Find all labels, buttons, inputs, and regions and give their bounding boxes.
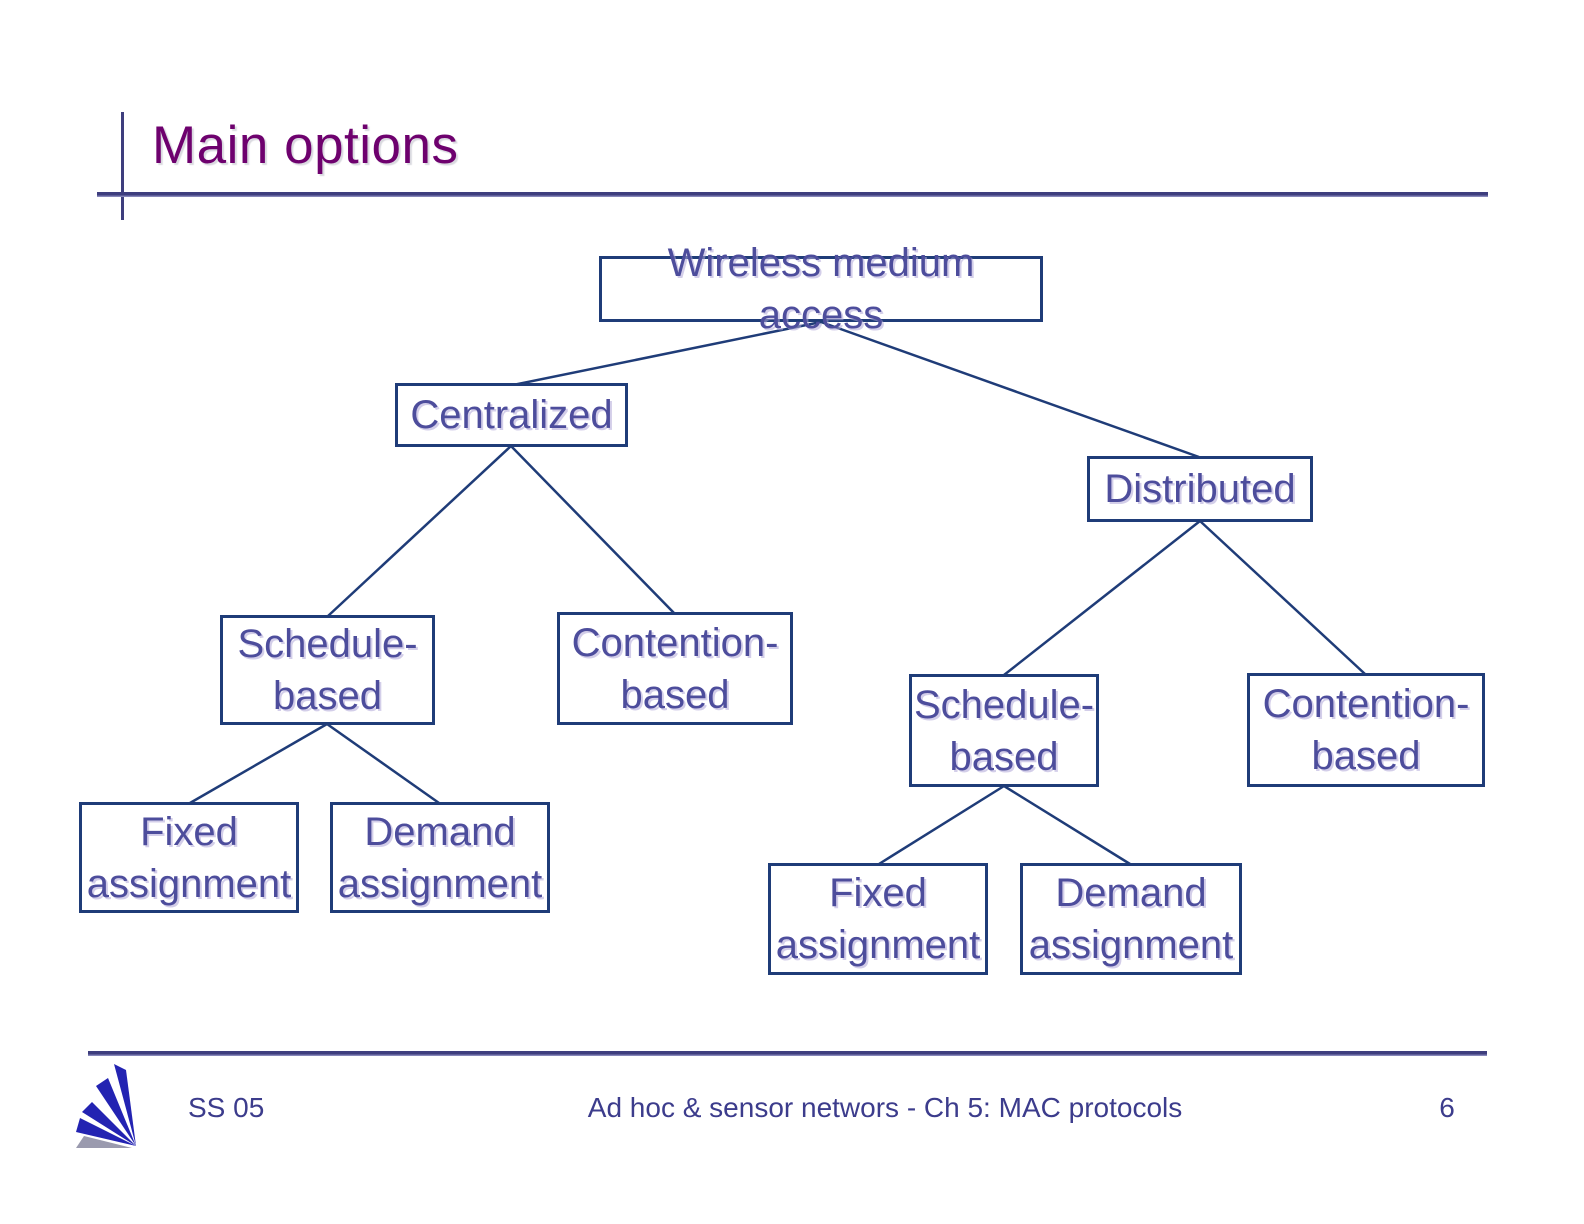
connector-line <box>878 784 1005 866</box>
tree-node-contention-based-right: Contention- based <box>1247 673 1485 787</box>
connector-line <box>189 722 328 805</box>
tree-node-demand-assignment-right: Demand assignment <box>1020 863 1242 975</box>
connector-line <box>327 445 512 617</box>
tree-node-wireless-medium-access: Wireless medium access <box>599 241 1043 337</box>
connector-line <box>820 320 1200 459</box>
tree-node-distributed: Distributed <box>1087 456 1313 522</box>
title-vertical-rule <box>121 112 124 220</box>
tree-node-fixed-assignment-right: Fixed assignment <box>768 863 988 975</box>
tree-node-centralized: Centralized <box>395 383 628 447</box>
page-title: Main options <box>152 116 459 175</box>
connector-line <box>326 722 440 805</box>
connector-line <box>512 320 822 387</box>
footer-title: Ad hoc & sensor networs - Ch 5: MAC prot… <box>587 1092 1183 1123</box>
footer-course-label: SS 05 <box>188 1092 265 1123</box>
tree-node-fixed-assignment-left: Fixed assignment <box>79 802 299 913</box>
university-logo-icon <box>76 1064 136 1148</box>
connector-line <box>1003 520 1201 676</box>
footer-rule <box>88 1051 1487 1056</box>
tree-node-schedule-based-left: Schedule- based <box>220 615 435 725</box>
tree-node-demand-assignment-left: Demand assignment <box>330 802 550 913</box>
connector-line <box>510 445 675 614</box>
title-horizontal-rule <box>97 192 1488 197</box>
tree-node-contention-based-left: Contention- based <box>557 612 793 725</box>
tree-node-schedule-based-right: Schedule- based <box>909 674 1099 787</box>
footer-page-number: 6 <box>1439 1092 1455 1123</box>
connector-line <box>1003 784 1131 866</box>
connector-line <box>1199 520 1366 675</box>
